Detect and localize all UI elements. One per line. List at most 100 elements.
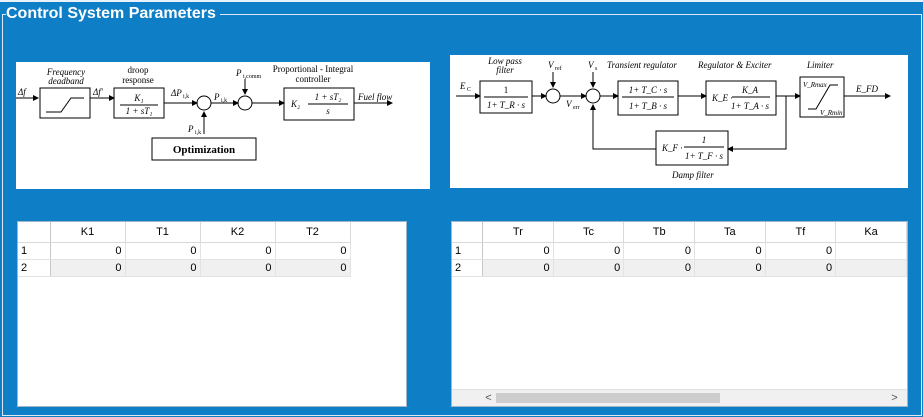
- horizontal-scrollbar[interactable]: < >: [452, 389, 907, 406]
- column-header[interactable]: K2: [200, 222, 276, 243]
- scroll-left-icon[interactable]: <: [485, 392, 492, 404]
- limiter-label: Limiter: [806, 60, 834, 70]
- table-cell[interactable]: 0: [553, 242, 625, 260]
- group-box-frame: [2, 14, 922, 416]
- kf-label: K_F ·: [661, 143, 683, 153]
- table-cell[interactable]: 0: [125, 242, 201, 260]
- table-cell[interactable]: 0: [50, 259, 126, 277]
- table-cell[interactable]: 0: [623, 259, 696, 277]
- kf-num: 1: [702, 135, 707, 145]
- pi-num: 1 + sT₂: [315, 92, 342, 102]
- kf-den: 1+ T_F · s: [685, 151, 724, 161]
- tr-den: 1+ T_B · s: [629, 101, 668, 111]
- frame-rule: [218, 14, 922, 15]
- table-cell[interactable]: 0: [694, 242, 766, 260]
- window-top-edge: [0, 0, 923, 2]
- row-header[interactable]: 1: [452, 242, 484, 260]
- row-header-corner: [18, 222, 51, 243]
- ka-den: 1+ T_A · s: [731, 101, 769, 111]
- table-row[interactable]: 2 0 0 0 0: [18, 259, 351, 277]
- column-header[interactable]: K1: [50, 222, 126, 243]
- pik-star-sub: i,k: [195, 130, 201, 136]
- table-cell[interactable]: 0: [553, 259, 625, 277]
- lowpass-label-2: filter: [496, 65, 514, 75]
- column-header[interactable]: Ka: [835, 222, 907, 243]
- lp-num: 1: [504, 85, 509, 95]
- table-header-row: K1 T1 K2 T2: [18, 222, 351, 243]
- table-cell[interactable]: 0: [482, 242, 554, 260]
- rmin-label: V_Rmin: [820, 109, 843, 117]
- verr-label: V: [566, 99, 573, 109]
- column-header[interactable]: Tf: [765, 222, 837, 243]
- droop-den: 1 + sT₁: [126, 106, 153, 116]
- column-header[interactable]: Tc: [553, 222, 625, 243]
- table-cell[interactable]: [835, 259, 907, 277]
- droop-label: droop: [128, 65, 149, 75]
- column-header[interactable]: T1: [125, 222, 201, 243]
- row-header[interactable]: 1: [18, 242, 51, 260]
- delta-f2-label: Δf': [92, 87, 104, 97]
- pcomm-label: P: [235, 68, 242, 78]
- row-header[interactable]: 2: [18, 259, 51, 277]
- pik-star-label: P: [187, 124, 194, 134]
- governor-block-diagram: Frequency deadband droop response Propor…: [16, 62, 430, 189]
- vs-label: V: [588, 60, 595, 70]
- vs-sub: s: [595, 66, 598, 72]
- pcomm-sub: i,comm: [243, 74, 261, 80]
- freq-deadband-label-2: deadband: [48, 76, 84, 86]
- column-header[interactable]: Tr: [482, 222, 554, 243]
- droop-label-2: response: [122, 75, 154, 85]
- table-row[interactable]: 2 0 0 0 0 0: [452, 259, 907, 277]
- table-row[interactable]: 1 0 0 0 0: [18, 242, 351, 260]
- exciter-parameters-grid[interactable]: Tr Tc Tb Ta Tf Ka 1 0 0 0 0 0 2 0 0: [451, 221, 908, 407]
- governor-parameters-grid[interactable]: K1 T1 K2 T2 1 0 0 0 0 2 0 0 0 0: [17, 221, 407, 407]
- pik-sub: i,k: [221, 98, 227, 104]
- table-cell[interactable]: 0: [200, 242, 276, 260]
- damp-filter-label: Damp filter: [671, 170, 714, 180]
- scroll-right-icon[interactable]: >: [891, 392, 898, 404]
- exciter-diagram-svg: Low pass filter V ref V s Transient regu…: [456, 56, 891, 180]
- lowpass-label: Low pass: [487, 56, 522, 66]
- transient-label: Transient regulator: [607, 60, 677, 70]
- reg-exc-label: Regulator & Exciter: [697, 60, 772, 70]
- scrollbar-thumb[interactable]: [496, 393, 720, 403]
- table-cell[interactable]: 0: [482, 259, 554, 277]
- efd-label: E_FD: [855, 84, 878, 94]
- optimization-label: Optimization: [173, 144, 235, 156]
- pi-controller-label-2: controller: [296, 74, 331, 84]
- table-cell[interactable]: 0: [50, 242, 126, 260]
- row-header-corner: [452, 222, 484, 243]
- pi-gain: K₂: [290, 99, 300, 109]
- governor-parameters-table: K1 T1 K2 T2 1 0 0 0 0 2 0 0 0 0: [18, 222, 351, 277]
- pik-label: P: [213, 92, 220, 102]
- column-header[interactable]: T2: [275, 222, 351, 243]
- table-row[interactable]: 1 0 0 0 0 0: [452, 242, 907, 260]
- frame-rule-left: [2, 14, 6, 15]
- exciter-parameters-table: Tr Tc Tb Ta Tf Ka 1 0 0 0 0 0 2 0 0: [452, 222, 907, 277]
- table-header-row: Tr Tc Tb Ta Tf Ka: [452, 222, 907, 243]
- table-cell[interactable]: 0: [765, 259, 837, 277]
- delta-f-label: Δf: [17, 87, 27, 97]
- verr-sub: err: [573, 105, 580, 111]
- vref-label: V: [548, 60, 555, 70]
- tr-num: 1+ T_C · s: [629, 85, 668, 95]
- ke-label: K_E ·: [711, 93, 733, 103]
- exciter-block-diagram: Low pass filter V ref V s Transient regu…: [450, 55, 908, 188]
- table-cell[interactable]: 0: [275, 259, 351, 277]
- row-header[interactable]: 2: [452, 259, 484, 277]
- governor-diagram-svg: Frequency deadband droop response Propor…: [16, 64, 393, 161]
- table-cell[interactable]: [835, 242, 907, 260]
- table-cell[interactable]: 0: [765, 242, 837, 260]
- table-cell[interactable]: 0: [623, 242, 696, 260]
- table-cell[interactable]: 0: [125, 259, 201, 277]
- column-header[interactable]: Ta: [694, 222, 766, 243]
- vref-sub: ref: [555, 65, 562, 72]
- table-cell[interactable]: 0: [200, 259, 276, 277]
- ec-sub: C: [467, 87, 471, 93]
- ec-label: E: [459, 81, 466, 91]
- fuel-flow-label: Fuel flow: [357, 92, 392, 102]
- table-cell[interactable]: 0: [275, 242, 351, 260]
- column-header[interactable]: Tb: [623, 222, 696, 243]
- table-cell[interactable]: 0: [694, 259, 766, 277]
- rmax-label: V_Rmax: [803, 81, 828, 89]
